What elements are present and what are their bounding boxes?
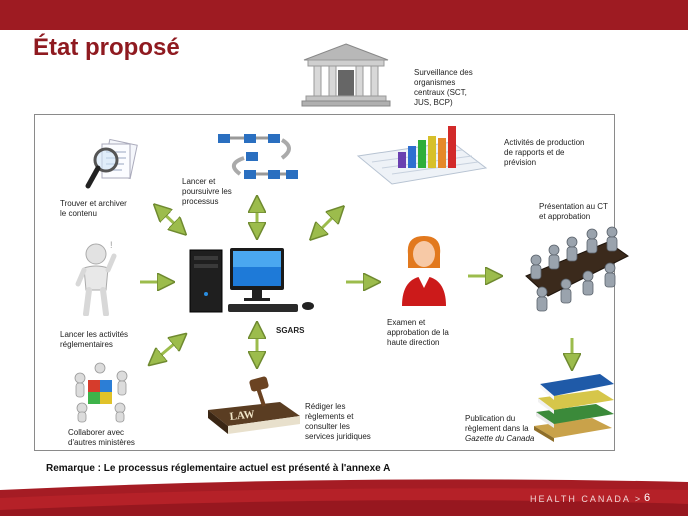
magnifier-icon <box>85 138 138 189</box>
footnote-remark: Remarque : Le processus réglementaire ac… <box>46 463 391 474</box>
top-banner <box>0 0 688 30</box>
bar-chart-icon <box>356 126 488 185</box>
footer-brand: HEALTH CANADA > <box>530 494 643 504</box>
books-icon <box>534 374 614 442</box>
building-icon <box>301 43 391 107</box>
process-flow-icon <box>218 134 298 179</box>
law-text: LAW <box>229 408 255 423</box>
boardroom-icon <box>525 226 629 312</box>
page-number: 6 <box>644 492 651 504</box>
puzzle-team-icon <box>74 362 128 423</box>
page-title: État proposé <box>33 34 180 61</box>
label-publication: Publication du règlement dans la Gazette… <box>465 414 535 443</box>
computer-icon <box>189 248 314 313</box>
arrow-production <box>316 212 338 234</box>
arrow-trouver <box>160 210 180 229</box>
arrow-collaborer <box>155 339 180 360</box>
law-gavel-icon: LAW <box>208 376 300 434</box>
executive-woman-icon <box>402 236 446 306</box>
person-icon: ! <box>75 240 117 316</box>
label-sgars: SGARS <box>276 326 305 335</box>
bottom-banner <box>0 479 688 516</box>
svg-text:!: ! <box>110 240 113 250</box>
